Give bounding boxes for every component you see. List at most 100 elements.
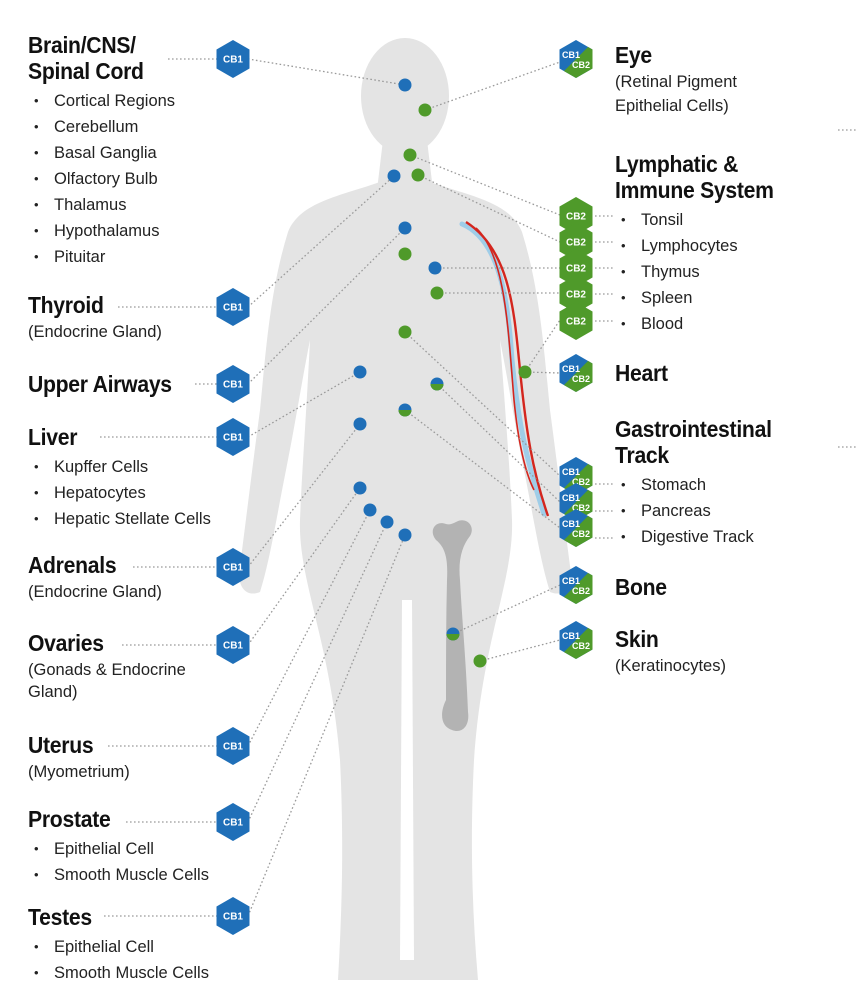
- organ-subtitle: (Myometrium): [28, 761, 130, 783]
- list-item: Stomach: [615, 472, 785, 498]
- badge-label-cb1: CB1: [562, 467, 580, 477]
- badge-label: CB2: [566, 264, 586, 275]
- badge-label-cb1: CB1: [562, 576, 580, 586]
- list-item: Thalamus: [28, 192, 175, 218]
- receptor-dot-cb2: [404, 149, 417, 162]
- badge-label-cb1: CB1: [562, 631, 580, 641]
- list-item: Thymus: [615, 259, 788, 285]
- list-item: Kupffer Cells: [28, 454, 211, 480]
- organ-bone: Bone: [615, 574, 671, 600]
- organ-subtitle: (Keratinocytes): [615, 655, 726, 677]
- cb1-cb2-badge: CB1CB2: [555, 352, 597, 394]
- badge-label: CB1: [223, 380, 243, 391]
- badge-label: CB1: [223, 55, 243, 66]
- organ-item-list: Epithelial Cell Smooth Muscle Cells: [28, 934, 209, 986]
- badge-label-cb2: CB2: [572, 374, 590, 384]
- badge-label: CB1: [223, 303, 243, 314]
- list-item: Hepatic Stellate Cells: [28, 506, 211, 532]
- leg-gap: [400, 600, 414, 960]
- organ-subtitle: Epithelial Cells): [615, 95, 737, 117]
- organ-subtitle: (Endocrine Gland): [28, 321, 162, 343]
- cb1-badge: CB1: [217, 365, 250, 403]
- list-item: Olfactory Bulb: [28, 166, 175, 192]
- cb1-cb2-badge: CB1CB2: [555, 38, 597, 80]
- organ-subtitle: Gland): [28, 681, 186, 703]
- organ-title: Thyroid: [28, 292, 151, 318]
- organ-subtitle: (Endocrine Gland): [28, 581, 162, 603]
- badge-label-cb1: CB1: [562, 519, 580, 529]
- organ-item-list: Kupffer Cells Hepatocytes Hepatic Stella…: [28, 454, 211, 532]
- badge-label: CB2: [566, 290, 586, 301]
- cb2-badge: CB2: [560, 302, 593, 340]
- receptor-dot-cb2: [412, 169, 425, 182]
- cb1-badge: CB1: [217, 288, 250, 326]
- organ-title: Immune System: [615, 177, 774, 203]
- organ-prostate: Prostate Epithelial Cell Smooth Muscle C…: [28, 806, 209, 888]
- badge-label: CB1: [223, 912, 243, 923]
- cb1-badge: CB1: [217, 727, 250, 765]
- head-shape: [361, 38, 449, 154]
- organ-title: Eye: [615, 42, 727, 68]
- organ-item-list: Tonsil Lymphocytes Thymus Spleen Blood: [615, 207, 788, 337]
- organ-lymphatic-immune: Lymphatic & Immune System Tonsil Lymphoc…: [615, 151, 788, 337]
- receptor-dot-cb2: [474, 655, 487, 668]
- human-body-silhouette: [239, 38, 571, 980]
- organ-title: Uterus: [28, 732, 122, 758]
- cb1-badge: CB1: [217, 897, 250, 935]
- cb1-badge: CB1: [217, 803, 250, 841]
- list-item: Lymphocytes: [615, 233, 788, 259]
- organ-subtitle: (Retinal Pigment: [615, 71, 737, 93]
- badge-label: CB1: [223, 742, 243, 753]
- receptor-dot-cb1: [388, 170, 401, 183]
- receptor-dot-cb1: [429, 262, 442, 275]
- list-item: Smooth Muscle Cells: [28, 862, 209, 888]
- list-item: Pancreas: [615, 498, 785, 524]
- badge-label-cb2: CB2: [572, 641, 590, 651]
- receptor-dot-cb2: [431, 287, 444, 300]
- badge-label: CB2: [566, 212, 586, 223]
- receptor-dot-cb1: [354, 482, 367, 495]
- receptor-dot-cb2: [419, 104, 432, 117]
- organ-title: Gastrointestinal: [615, 416, 772, 442]
- list-item: Hepatocytes: [28, 480, 211, 506]
- organ-title: Upper Airways: [28, 371, 172, 397]
- list-item: Spleen: [615, 285, 788, 311]
- list-item: Hypothalamus: [28, 218, 175, 244]
- list-item: Cortical Regions: [28, 88, 175, 114]
- organ-heart: Heart: [615, 360, 672, 386]
- badge-label-cb1: CB1: [562, 493, 580, 503]
- list-item: Cerebellum: [28, 114, 175, 140]
- organ-skin: Skin (Keratinocytes): [615, 626, 726, 677]
- organ-title: Testes: [28, 904, 195, 930]
- organ-gastrointestinal: Gastrointestinal Track Stomach Pancreas …: [615, 416, 785, 550]
- cb1-badge: CB1: [217, 40, 250, 78]
- badge-label: CB1: [223, 641, 243, 652]
- leader-line: [480, 640, 560, 661]
- list-item: Basal Ganglia: [28, 140, 175, 166]
- badge-label-cb2: CB2: [572, 529, 590, 539]
- receptor-dot-cb1: [399, 222, 412, 235]
- receptor-dot-cb1: [381, 516, 394, 529]
- badge-label: CB1: [223, 563, 243, 574]
- organ-item-list: Epithelial Cell Smooth Muscle Cells: [28, 836, 209, 888]
- list-item: Epithelial Cell: [28, 934, 209, 960]
- organ-uterus: Uterus (Myometrium): [28, 732, 130, 783]
- organ-liver: Liver Kupffer Cells Hepatocytes Hepatic …: [28, 424, 211, 532]
- organ-eye: Eye (Retinal Pigment Epithelial Cells): [615, 42, 737, 117]
- organ-title: Adrenals: [28, 552, 151, 578]
- badge-label: CB2: [566, 238, 586, 249]
- badge-label: CB1: [223, 818, 243, 829]
- organ-adrenals: Adrenals (Endocrine Gland): [28, 552, 162, 603]
- organ-title: Prostate: [28, 806, 195, 832]
- receptor-dot-cb1: [364, 504, 377, 517]
- organ-subtitle: (Gonads & Endocrine: [28, 659, 186, 681]
- organ-brain: Brain/CNS/ Spinal Cord Cortical Regions …: [28, 32, 175, 270]
- list-item: Tonsil: [615, 207, 788, 233]
- organ-upper-airways: Upper Airways: [28, 371, 184, 397]
- receptor-dot-cb1: [399, 79, 412, 92]
- organ-title: Skin: [615, 626, 717, 652]
- organ-testes: Testes Epithelial Cell Smooth Muscle Cel…: [28, 904, 209, 986]
- receptor-dot-cb1: [354, 366, 367, 379]
- badge-label-cb2: CB2: [572, 586, 590, 596]
- cb1-badge: CB1: [217, 418, 250, 456]
